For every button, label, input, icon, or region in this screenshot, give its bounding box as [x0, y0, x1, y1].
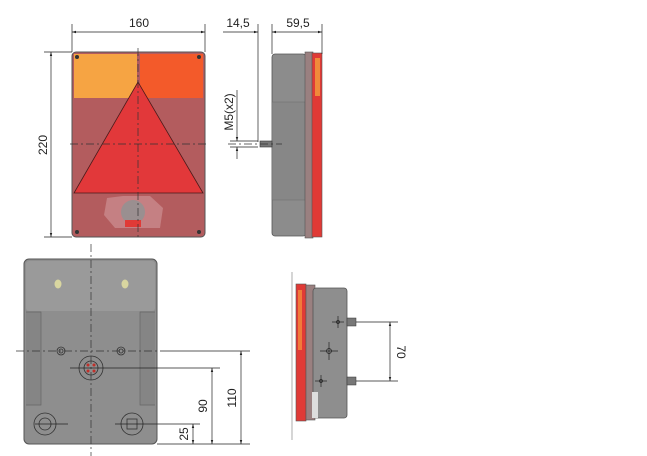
warning-triangle-reflector — [73, 81, 204, 194]
dim-back-25: 25 — [177, 427, 191, 441]
dim-mount-depth: 14,5 — [226, 16, 250, 30]
dim-back-110: 110 — [225, 388, 239, 407]
side-lens — [311, 52, 323, 238]
bulb — [121, 200, 145, 224]
dim-back-90: 90 — [196, 399, 210, 413]
orange-tail-lens — [140, 54, 203, 98]
front-view: 160 220 — [36, 16, 208, 240]
dim-front-width: 160 — [129, 16, 149, 30]
dim-bolt-spacing: 70 — [394, 345, 408, 359]
side-view-mounting: 70 — [291, 272, 408, 440]
side-view: 14,5 59,5 M5(x2) — [222, 16, 323, 239]
dim-front-height: 220 — [36, 135, 50, 155]
back-view: 110 90 25 — [16, 244, 250, 456]
dim-thread: M5(x2) — [222, 93, 236, 130]
dim-side-depth: 59,5 — [286, 16, 310, 30]
amber-indicator-lens — [74, 54, 137, 98]
